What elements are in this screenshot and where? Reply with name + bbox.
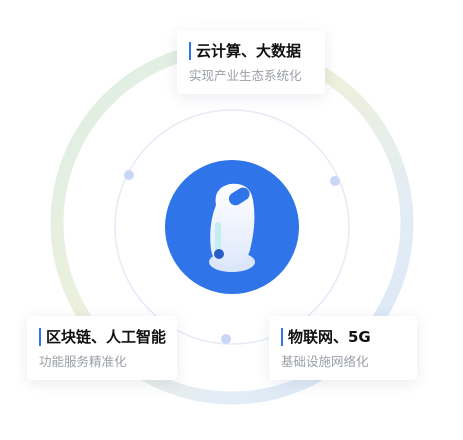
feature-card-iot-5g: 物联网、5G 基础设施网络化: [269, 316, 417, 380]
robot-icon: [209, 183, 255, 272]
node-dot-right: [330, 176, 340, 186]
feature-card-blockchain-ai: 区块链、人工智能 功能服务精准化: [27, 316, 177, 380]
feature-title: 云计算、大数据: [189, 42, 313, 60]
feature-card-cloud-bigdata: 云计算、大数据 实现产业生态系统化: [177, 30, 325, 94]
feature-title: 物联网、5G: [281, 328, 405, 346]
feature-description: 功能服务精准化: [39, 354, 127, 369]
feature-title: 区块链、人工智能: [39, 328, 166, 346]
feature-description: 基础设施网络化: [281, 354, 369, 369]
node-dot-bottom: [221, 334, 231, 344]
node-dot-left: [124, 170, 134, 180]
feature-description: 实现产业生态系统化: [189, 68, 302, 83]
inner-ring: [114, 109, 350, 345]
